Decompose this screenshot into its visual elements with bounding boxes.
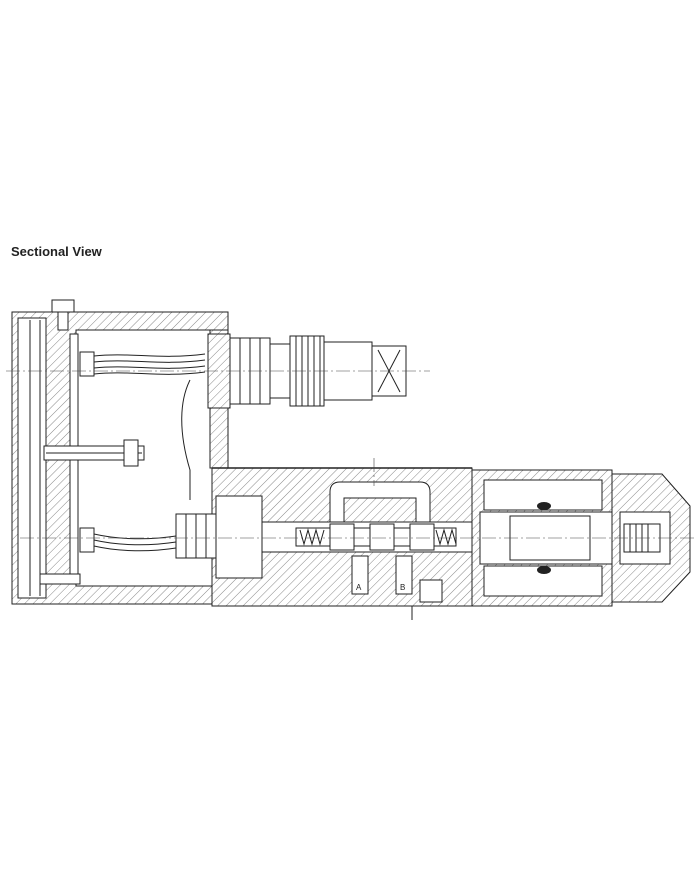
board-connector-bottom (79, 527, 95, 553)
port-b (395, 555, 413, 595)
spring-right (435, 528, 457, 546)
housing-cover (17, 317, 47, 599)
section-title: Sectional View (11, 244, 102, 259)
position-sensor (215, 495, 263, 579)
spring-left (299, 528, 325, 546)
solenoid-actuator (471, 469, 691, 607)
port-a-label: A (356, 583, 362, 592)
wire-3 (181, 379, 191, 500)
electronics-housing (11, 299, 229, 605)
board-connector-top (79, 351, 95, 377)
valve-body (175, 467, 473, 620)
wire-1 (93, 353, 206, 357)
plug-screw (419, 579, 443, 603)
port-a (351, 555, 369, 595)
top-screw (51, 299, 75, 313)
port-b-label: B (400, 583, 405, 592)
wire-2 (93, 533, 177, 540)
